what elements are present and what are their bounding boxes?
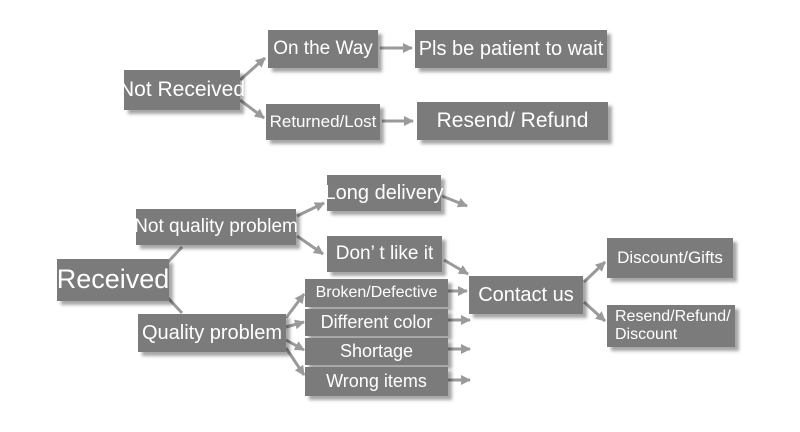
node-received: Received xyxy=(57,259,169,301)
node-not-received: Not Received xyxy=(119,70,245,110)
node-long-delivery: Long delivery xyxy=(325,175,443,211)
link-received-to-not-quality xyxy=(166,245,184,264)
node-resend-refund-discount-line1: Resend/Refund/ xyxy=(615,308,731,326)
node-wrong-items: Wrong items xyxy=(305,367,448,396)
arrow-not-quality-to-long-delivery xyxy=(296,201,325,218)
arrow-long-delivery-out xyxy=(441,194,468,208)
node-returned-lost: Returned/Lost xyxy=(266,104,380,140)
node-shortage: Shortage xyxy=(305,338,448,365)
arrow-not-quality-to-dont-like xyxy=(296,234,324,256)
node-dont-like-it: Don’ t like it xyxy=(327,236,442,272)
arrow-not-received-to-on-the-way xyxy=(239,56,266,82)
node-contact-us: Contact us xyxy=(469,276,583,314)
node-quality-problem: Quality problem xyxy=(138,314,286,352)
arrow-quality-to-wrong-items xyxy=(284,347,306,376)
node-different-color: Different color xyxy=(305,309,448,336)
node-broken-defective: Broken/Defective xyxy=(305,279,448,307)
node-discount-gifts: Discount/Gifts xyxy=(607,238,733,278)
node-resend-refund-discount-line2: Discount xyxy=(615,326,678,343)
arrow-not-received-to-returned-lost xyxy=(239,98,265,120)
arrow-quality-to-different-color xyxy=(285,319,305,330)
node-resend-refund: Resend/ Refund xyxy=(417,102,608,140)
link-received-to-quality xyxy=(166,296,184,315)
node-not-quality-problem: Not quality problem xyxy=(134,209,298,245)
arrow-contact-to-resend-refund-discount xyxy=(582,300,607,323)
arrow-quality-to-shortage xyxy=(285,338,305,352)
arrow-quality-to-broken xyxy=(284,293,306,319)
node-on-the-way: On the Way xyxy=(268,30,378,68)
node-resend-refund-discount: Resend/Refund/ Discount xyxy=(607,305,735,347)
node-pls-be-patient: Pls be patient to wait xyxy=(415,30,607,68)
arrow-contact-to-discount-gifts xyxy=(582,260,607,284)
arrow-dont-like-to-contact xyxy=(443,258,469,276)
